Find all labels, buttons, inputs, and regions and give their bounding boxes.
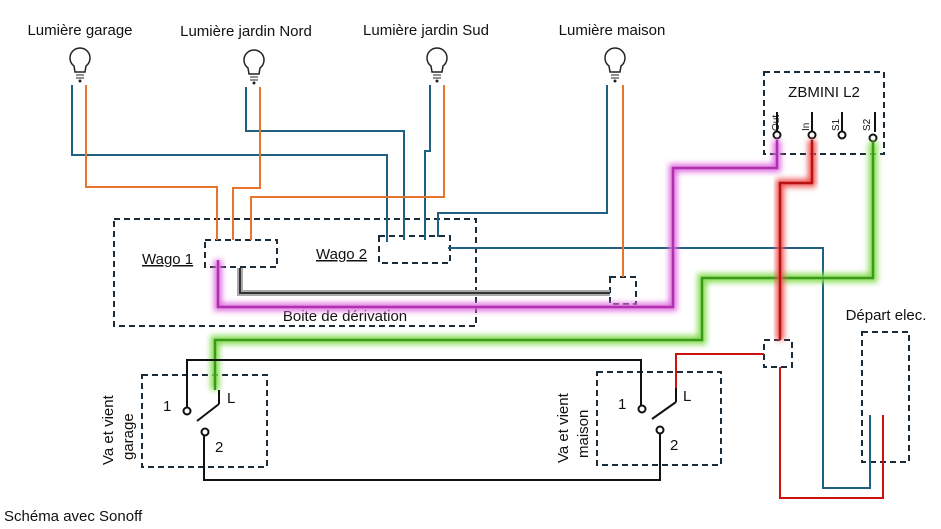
- svg-text:2: 2: [670, 437, 678, 454]
- svg-text:Va et vient: Va et vient: [100, 394, 117, 465]
- in-wire: [778, 140, 814, 340]
- terminal-s1: S1: [831, 112, 847, 140]
- live-wire-garage: [85, 85, 218, 240]
- neutral-wire-garage: [71, 85, 388, 242]
- svg-text:S1: S1: [831, 118, 842, 131]
- svg-text:Va et vient: Va et vient: [555, 392, 572, 463]
- svg-text:1: 1: [618, 396, 626, 413]
- supply-connector: [763, 339, 793, 368]
- supply-label: Départ elec.: [846, 307, 927, 324]
- svg-text:L: L: [683, 388, 691, 405]
- lamp-label-garage: Lumière garage: [27, 22, 132, 39]
- wago-1: [204, 239, 278, 268]
- out-wire: [216, 140, 779, 309]
- terminal-s2: S2: [862, 112, 878, 143]
- switch-maison-box: [596, 371, 722, 466]
- live-wire-jardin-sud: [250, 85, 445, 240]
- terminal-in: In: [801, 112, 817, 140]
- lightbulb-icon: [426, 47, 448, 83]
- module-title: ZBMINI L2: [788, 84, 860, 101]
- svg-text:2: 2: [215, 439, 223, 456]
- live-wire-jardin-nord: [232, 87, 261, 240]
- terminal-out: Out: [771, 112, 782, 140]
- lamp-maison-connector: [609, 276, 637, 305]
- caption: Schéma avec Sonoff: [4, 508, 143, 525]
- live-wire-switch-maison: [675, 353, 764, 390]
- s2-wire: [213, 142, 875, 390]
- svg-text:Out: Out: [771, 115, 782, 131]
- neutral-wire-maison: [437, 85, 608, 237]
- lightbulb-icon: [243, 49, 265, 85]
- neutral-wire-jardin-sud: [424, 85, 431, 240]
- lamp-label-maison: Lumière maison: [559, 22, 666, 39]
- switch-garage-box: [141, 374, 268, 468]
- svg-text:In: In: [801, 123, 812, 131]
- neutral-wire-supply: [448, 247, 871, 489]
- switch-maison: 1 L 2 Va et vient maison: [555, 388, 691, 463]
- svg-text:garage: garage: [120, 413, 137, 460]
- supply-box: [861, 331, 910, 463]
- switch-garage: 1 L 2 Va et vient garage: [100, 390, 235, 465]
- live-wire-supply: [779, 367, 884, 499]
- svg-text:S2: S2: [862, 118, 873, 131]
- lamp-label-jardin-sud: Lumière jardin Sud: [363, 22, 489, 39]
- zbmini-module: [763, 71, 885, 155]
- lamp-label-jardin-nord: Lumière jardin Nord: [180, 23, 312, 40]
- svg-text:1: 1: [163, 398, 171, 415]
- junction-box-label: Boite de dérivation: [283, 308, 407, 325]
- grey-wire: [237, 268, 610, 296]
- svg-text:L: L: [227, 390, 235, 407]
- svg-text:maison: maison: [575, 410, 592, 458]
- traveler-wire-2: [203, 434, 661, 481]
- wago-2-label: Wago 2: [316, 246, 367, 263]
- neutral-wire-jardin-nord: [245, 87, 405, 240]
- wago-2: [378, 235, 451, 264]
- lightbulb-icon: [604, 47, 626, 83]
- lightbulb-icon: [69, 47, 91, 83]
- junction-box: [113, 218, 477, 327]
- wago-1-label: Wago 1: [142, 251, 193, 268]
- traveler-wire-1: [186, 359, 642, 408]
